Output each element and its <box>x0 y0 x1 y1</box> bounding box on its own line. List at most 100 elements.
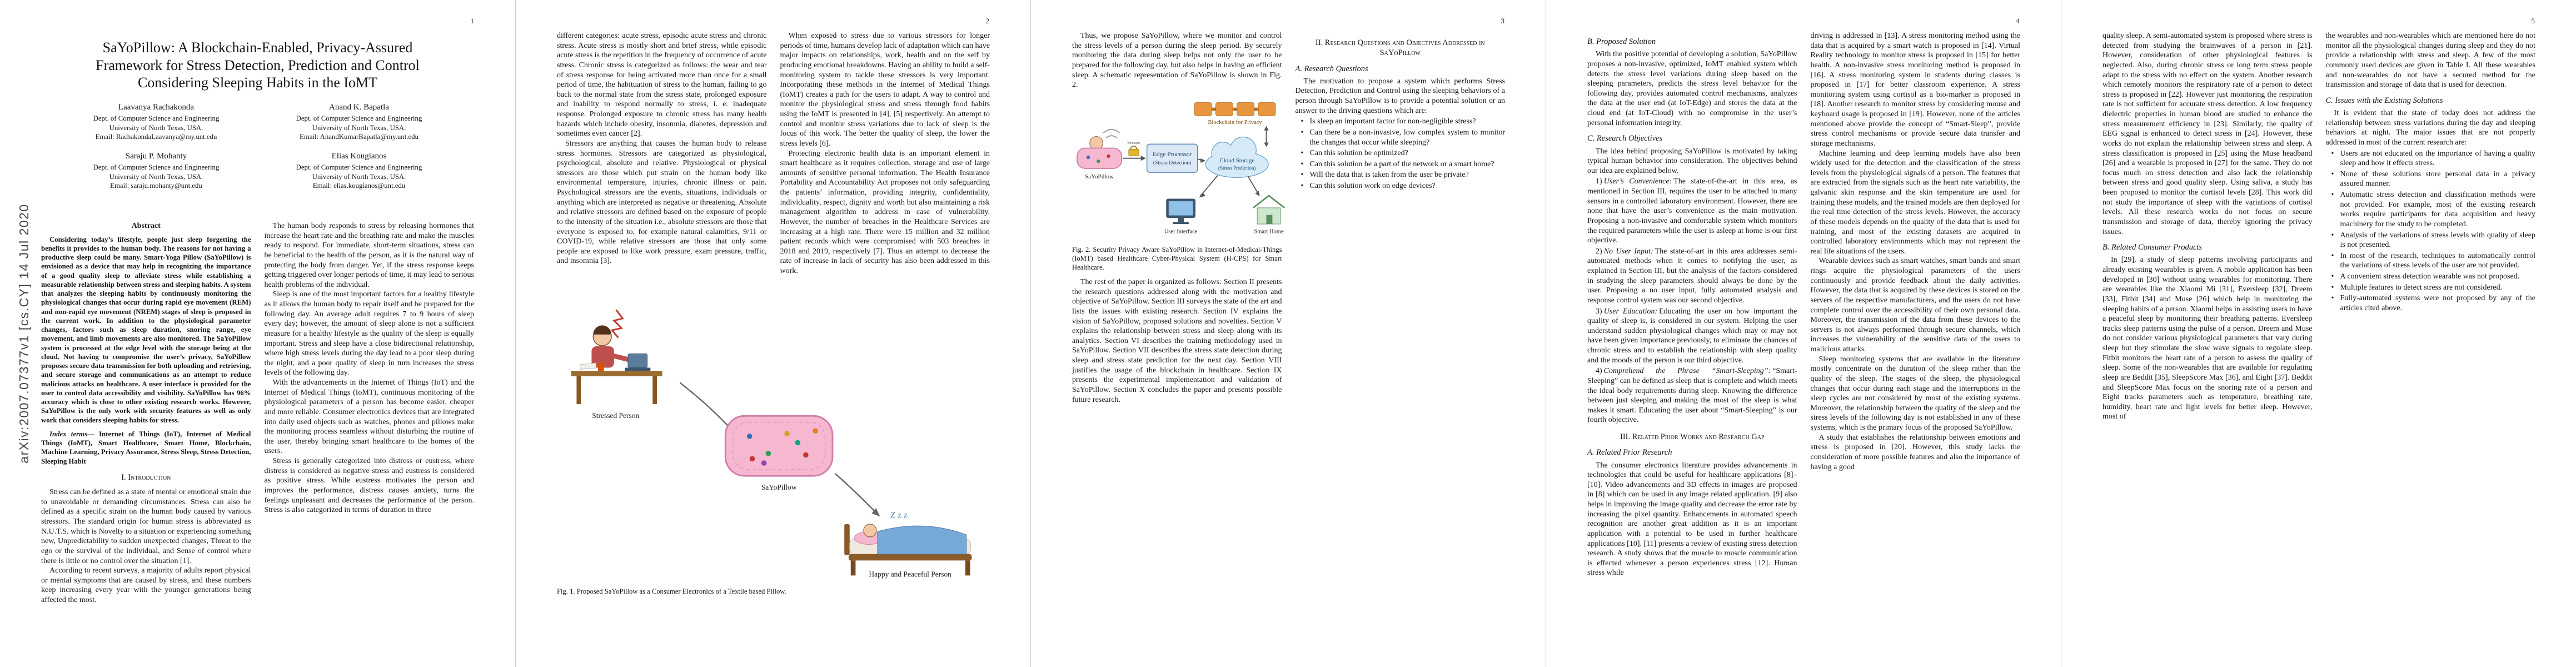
section-heading-research-questions: II. Research Questions and Objectives Ad… <box>1315 38 1485 58</box>
objective-label: No User Input: <box>1603 247 1653 256</box>
paragraph: driving is addressed in [13]. A stress m… <box>1810 32 2021 148</box>
abstract-text: Considering today’s lifestyle, people ju… <box>41 235 251 424</box>
objective-number: 2) <box>1596 247 1602 256</box>
paragraph: The idea behind proposing SaYoPillow is … <box>1587 147 1797 175</box>
page-number: 2 <box>985 17 990 25</box>
bullet-text: Can this solution be optimized? <box>1309 149 1408 158</box>
objective-number: 1) <box>1596 177 1602 186</box>
page-number: 3 <box>1501 17 1505 25</box>
author-email: Email: AnandKumarBapatla@my.unt.edu <box>300 133 418 141</box>
lock-icon <box>1128 145 1139 156</box>
bullet-text: Can there be a non-invasive, low complex… <box>1309 128 1506 147</box>
paragraph: It is evident that the state of today do… <box>2325 109 2536 147</box>
arrow-right-icon <box>679 382 730 429</box>
subsection-heading-a: A. Related Prior Research <box>1587 448 1672 457</box>
index-terms-label: Index terms— <box>49 430 94 438</box>
author-name: Anand K. Bapatla <box>329 103 389 112</box>
paragraph: different categories: acute stress, epis… <box>557 32 767 138</box>
objective-label: User’s Convenience: <box>1603 177 1672 186</box>
author-name: Laavanya Rachakonda <box>118 103 195 112</box>
arxiv-watermark: arXiv:2007.07377v1 [cs.CY] 14 Jul 2020 <box>17 203 31 464</box>
objective-text: The state-of-art in this area addresses … <box>1587 247 1797 305</box>
objective-number: 3) <box>1596 307 1602 316</box>
author-email: Email: saraju.mohanty@unt.edu <box>110 182 202 190</box>
bullet-text: Analysis of the variations of stress lev… <box>2340 231 2536 250</box>
bullet-marker: • <box>1301 182 1304 191</box>
bullet-marker: • <box>1301 128 1304 137</box>
author-block: Saraju P. Mohanty Dept. of Computer Scie… <box>58 152 255 191</box>
bullet-text: Users are not educated on the importance… <box>2340 149 2536 168</box>
page-number: 5 <box>2531 17 2535 25</box>
paragraph: Stress can be defined as a state of ment… <box>41 488 251 565</box>
author-univ: University of North Texas, USA. <box>312 172 406 181</box>
bullet-marker: • <box>1301 149 1304 158</box>
paragraph: the wearables and non-wearables which ar… <box>2325 32 2536 89</box>
abstract-heading: Abstract <box>131 222 161 230</box>
author-dept: Dept. of Computer Science and Engineerin… <box>93 163 220 172</box>
paragraph: The rest of the paper is organized as fo… <box>1072 278 1282 404</box>
bullet-item: • Can there be a non-invasive, low comple… <box>1301 128 1506 147</box>
bullet-item: •None of these solutions store personal … <box>2331 170 2536 189</box>
bullet-item: • Can this solution work on edge devices? <box>1301 181 1506 191</box>
paragraph: Stressors are anything that causes the h… <box>557 139 767 266</box>
page-4: 4 B. Proposed Solution With the positive… <box>1546 0 2061 667</box>
bullet-text: Automatic stress detection and classific… <box>2340 191 2536 228</box>
bullet-text: Can this solution work on edge devices? <box>1309 182 1436 191</box>
bullet-text: Fully-automated systems were not propose… <box>2340 294 2536 312</box>
subsection-heading-b: B. Related Consumer Products <box>2102 243 2203 252</box>
paragraph: Sleep is one of the most important facto… <box>264 290 475 377</box>
bullet-item: •A convenient stress detection wearable … <box>2331 272 2536 282</box>
bullet-text: In most of the research, techniques to a… <box>2340 251 2536 270</box>
bullet-marker: • <box>2331 294 2334 303</box>
right-column: the wearables and non-wearables which ar… <box>2326 31 2536 636</box>
paragraph: A study that establishes the relationshi… <box>1810 433 2021 471</box>
author-block: Anand K. Bapatla Dept. of Computer Scien… <box>261 103 458 142</box>
objective-item: 3)User Education:Educating the user on h… <box>1587 307 1797 366</box>
paragraph: When exposed to stress due to various st… <box>780 32 990 148</box>
paragraph: With the advancements in the Internet of… <box>264 379 475 456</box>
bullet-text: Multiple features to detect stress are n… <box>2340 283 2503 292</box>
bullet-text: A convenient stress detection wearable w… <box>2340 272 2520 281</box>
sayopillow-device-icon: SaYoPillow <box>1077 128 1123 180</box>
right-column: II. Research Questions and Objectives Ad… <box>1296 31 1506 636</box>
pillow-illustration: SaYoPillow <box>724 415 833 491</box>
bullet-marker: • <box>1301 117 1304 126</box>
paragraph: The motivation to propose a system which… <box>1295 77 1506 115</box>
author-univ: University of North Texas, USA. <box>109 172 203 181</box>
stressed-person-illustration: Stressed Person <box>571 309 662 420</box>
author-univ: University of North Texas, USA. <box>312 123 406 132</box>
figure-1-illustration: Stressed Person SaYoPillow <box>571 309 971 578</box>
paragraph: Protecting electronic health data is an … <box>780 149 990 276</box>
bullet-marker: • <box>2331 191 2334 200</box>
figure-2-label-edge: Edge Processor <box>1153 151 1192 158</box>
blockchain-icon: Blockchain for Privacy <box>1194 102 1276 126</box>
figure-2-label-blockchain: Blockchain for Privacy <box>1208 120 1263 126</box>
paragraph: Machine learning and deep learning model… <box>1810 149 2021 256</box>
index-terms: Index terms— Internet of Things (IoT), I… <box>41 430 251 466</box>
paragraph: The human body responds to stress by rel… <box>264 222 475 289</box>
paragraph: Wearable devices such as smart watches, … <box>1810 257 2021 354</box>
bullet-marker: • <box>2331 283 2334 292</box>
right-column: The human body responds to stress by rel… <box>265 221 475 636</box>
bullet-item: •Analysis of the variations of stress le… <box>2331 231 2536 250</box>
section-heading-related-works: III. Related Prior Works and Research Ga… <box>1620 432 1765 442</box>
figure-1-label-right: Happy and Peaceful Person <box>869 570 951 578</box>
figure-2-label-cloud: Cloud Storage <box>1219 157 1254 164</box>
page-5: 5 quality sleep. A semi-automated system… <box>2061 0 2576 667</box>
author-grid: Laavanya Rachakonda Dept. of Computer Sc… <box>58 103 458 191</box>
bullet-text: Will the data that is taken from the use… <box>1309 171 1469 180</box>
bullet-item: •Users are not educated on the importanc… <box>2331 149 2536 168</box>
bullet-item: • Can this solution be optimized? <box>1301 148 1506 158</box>
bullet-marker: • <box>1301 171 1304 180</box>
left-column: different categories: acute stress, epis… <box>557 31 767 295</box>
paragraph: Sleep monitoring systems that are availa… <box>1810 355 2021 432</box>
author-block: Laavanya Rachakonda Dept. of Computer Sc… <box>58 103 255 142</box>
author-email: Email: RachakondaLaavanya@my.unt.edu <box>95 133 217 141</box>
bullet-text: None of these solutions store personal d… <box>2340 170 2536 188</box>
bullet-item: •Can this solution be a part of the netw… <box>1301 160 1506 170</box>
paper-title: SaYoPillow: A Blockchain-Enabled, Privac… <box>96 39 420 91</box>
sleeping-person-illustration: Z z z Happy and Peaceful Person <box>844 510 971 578</box>
user-interface-icon: User Interface <box>1164 198 1198 235</box>
figure-2-label-pillow: SaYoPillow <box>1085 173 1114 180</box>
